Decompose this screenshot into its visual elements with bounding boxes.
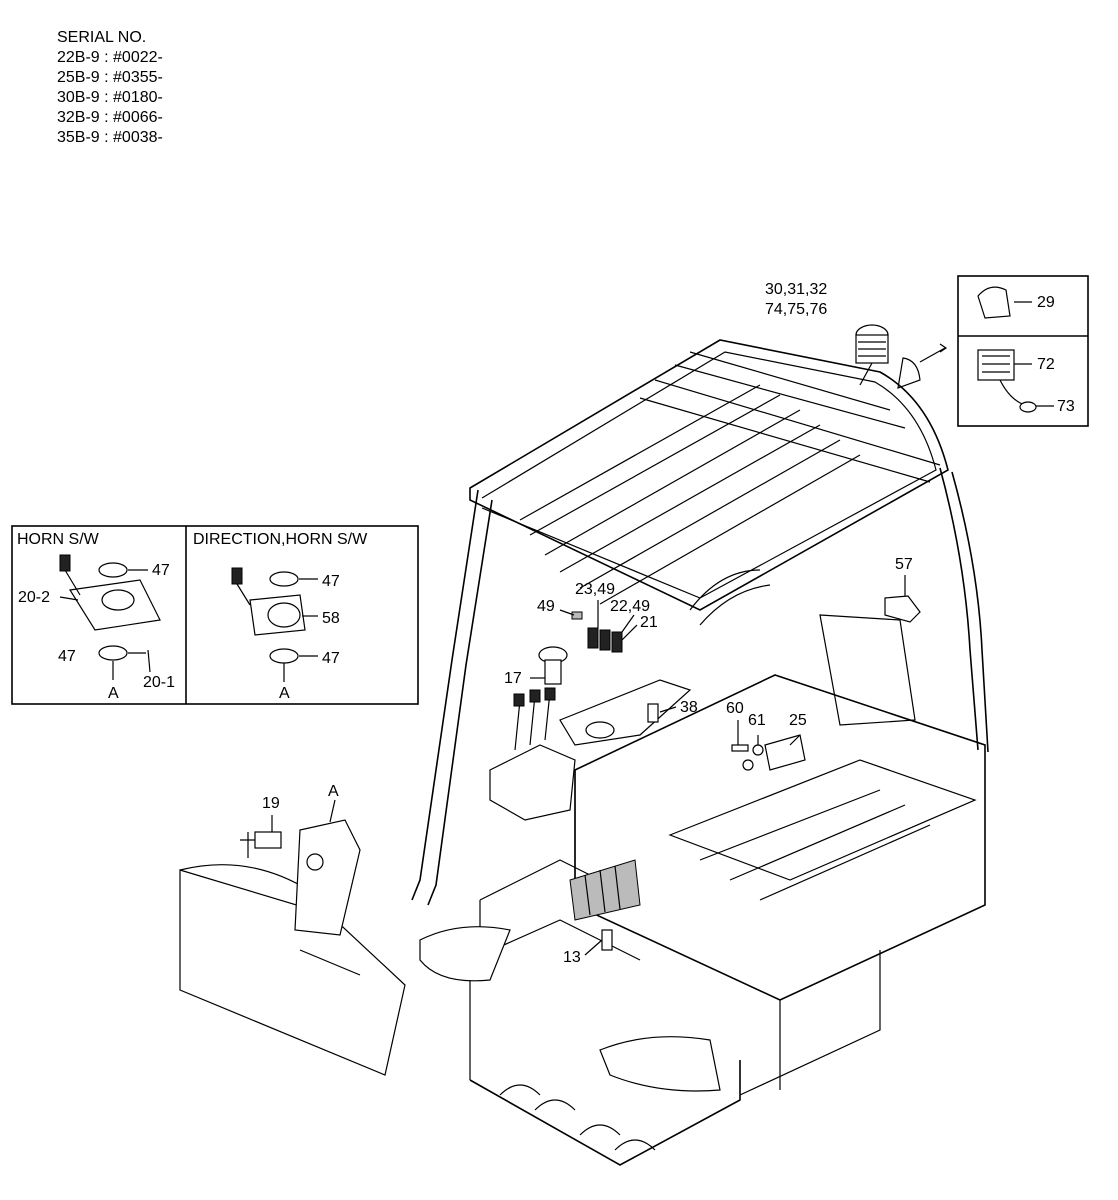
- callout-73: 73: [1057, 398, 1075, 415]
- callout-58: 58: [322, 610, 340, 627]
- callout-A: A: [328, 783, 339, 800]
- chassis-body: [419, 674, 986, 1166]
- callout-13: 13: [563, 949, 581, 966]
- callout-47: 47: [322, 573, 340, 590]
- serial-line: 30B-9 : #0180-: [57, 89, 163, 106]
- callout-29: 29: [1037, 294, 1055, 311]
- direction-horn-title: DIRECTION,HORN S/W: [193, 531, 368, 548]
- dash-panel: [179, 819, 406, 1076]
- callout-61: 61: [748, 712, 766, 729]
- part-rocker-switches: [571, 611, 623, 653]
- callout-21: 21: [640, 614, 658, 631]
- lever-console: [489, 679, 692, 821]
- callout-47: 47: [322, 650, 340, 667]
- callout-20-1: 20-1: [143, 674, 175, 691]
- part-19-key-switch: [240, 831, 282, 858]
- part-17-knob: [538, 646, 568, 685]
- callout-25: 25: [789, 712, 807, 729]
- callout-A: A: [108, 685, 119, 702]
- callout-57: 57: [895, 556, 913, 573]
- part-38-switch: [647, 703, 659, 723]
- part-13-sensor: [601, 929, 613, 951]
- leader-lines: [271, 575, 906, 956]
- serial-heading: SERIAL NO.: [57, 29, 147, 46]
- inset-right-box: [957, 275, 1089, 427]
- serial-line: 22B-9 : #0022-: [57, 49, 163, 66]
- serial-line: 35B-9 : #0038-: [57, 129, 163, 146]
- callout-19: 19: [262, 795, 280, 812]
- callout-49: 49: [537, 598, 555, 615]
- callout-60: 60: [726, 700, 744, 717]
- callout-23-49: 23,49: [575, 581, 615, 598]
- serial-number-block: SERIAL NO. 22B-9 : #0022- 25B-9 : #0355-…: [57, 28, 163, 148]
- callout-47: 47: [152, 562, 170, 579]
- callout-17: 17: [504, 670, 522, 687]
- callout-74-75-76: 74,75,76: [765, 301, 827, 318]
- callout-38: 38: [680, 699, 698, 716]
- overhead-guard: [411, 339, 989, 906]
- part-60-61-bolt: [731, 744, 764, 756]
- part-57-buzzer: [884, 595, 921, 623]
- part-25-relay: [742, 734, 806, 771]
- inset-horn-box: [11, 525, 419, 705]
- callout-72: 72: [1037, 356, 1055, 373]
- callout-47: 47: [58, 648, 76, 665]
- callout-22-49: 22,49: [610, 598, 650, 615]
- serial-line: 32B-9 : #0066-: [57, 109, 163, 126]
- callout-A: A: [279, 685, 290, 702]
- callout-labels: HORN S/W DIRECTION,HORN S/W 47 20-2 47 2…: [17, 281, 1075, 966]
- callout-20-2: 20-2: [18, 589, 50, 606]
- serial-line: 25B-9 : #0355-: [57, 69, 163, 86]
- part-30-beacon: [855, 324, 948, 389]
- callout-30-31-32: 30,31,32: [765, 281, 827, 298]
- horn-switch-title: HORN S/W: [17, 531, 100, 548]
